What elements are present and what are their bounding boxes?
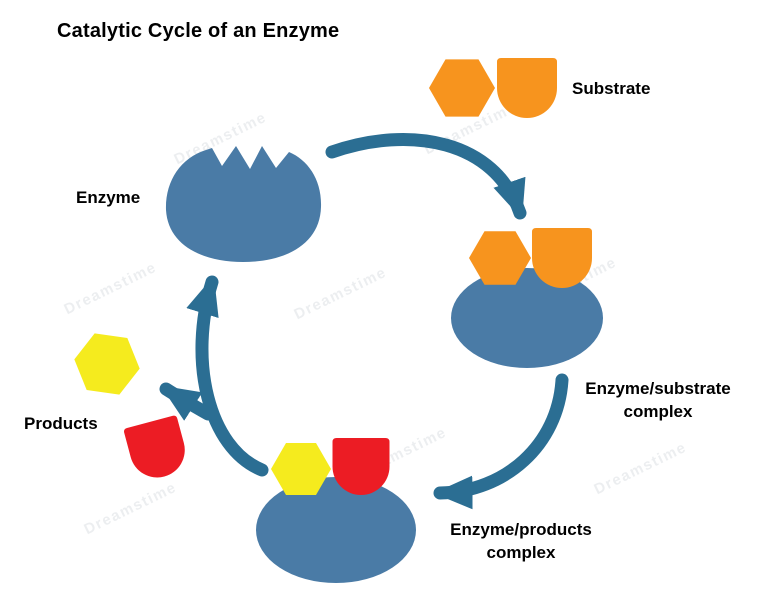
bound-substrate-rounded-shape xyxy=(532,228,592,288)
substrate-rounded-shape xyxy=(497,58,557,118)
enzyme-products-complex-body xyxy=(256,477,416,583)
cycle-arrows xyxy=(159,132,569,510)
enzyme-shape xyxy=(165,146,322,262)
enzyme-label: Enzyme xyxy=(76,188,141,207)
arrow-substrate-to-complex xyxy=(325,132,527,220)
product-rounded-shape xyxy=(124,415,185,478)
product-hexagon xyxy=(74,333,140,395)
arrow-branch-to-products xyxy=(159,382,215,421)
enzyme-substrate-complex-label: Enzyme/substrate complex xyxy=(585,379,731,421)
substrate-label: Substrate xyxy=(572,79,651,98)
products-label: Products xyxy=(24,414,98,433)
bound-product-hexagon xyxy=(271,443,331,495)
enzyme-substrate-complex-body xyxy=(451,268,603,368)
arrow-products-complex-to-enzyme xyxy=(186,275,269,477)
bound-product-rounded-shape xyxy=(332,438,390,495)
bound-substrate-hexagon xyxy=(469,231,531,285)
enzyme-products-complex-label: Enzyme/products complex xyxy=(450,520,592,562)
diagram-title: Catalytic Cycle of an Enzyme xyxy=(57,20,340,42)
arrow-complex-to-products-complex xyxy=(433,373,569,510)
substrate-hexagon xyxy=(429,59,495,117)
